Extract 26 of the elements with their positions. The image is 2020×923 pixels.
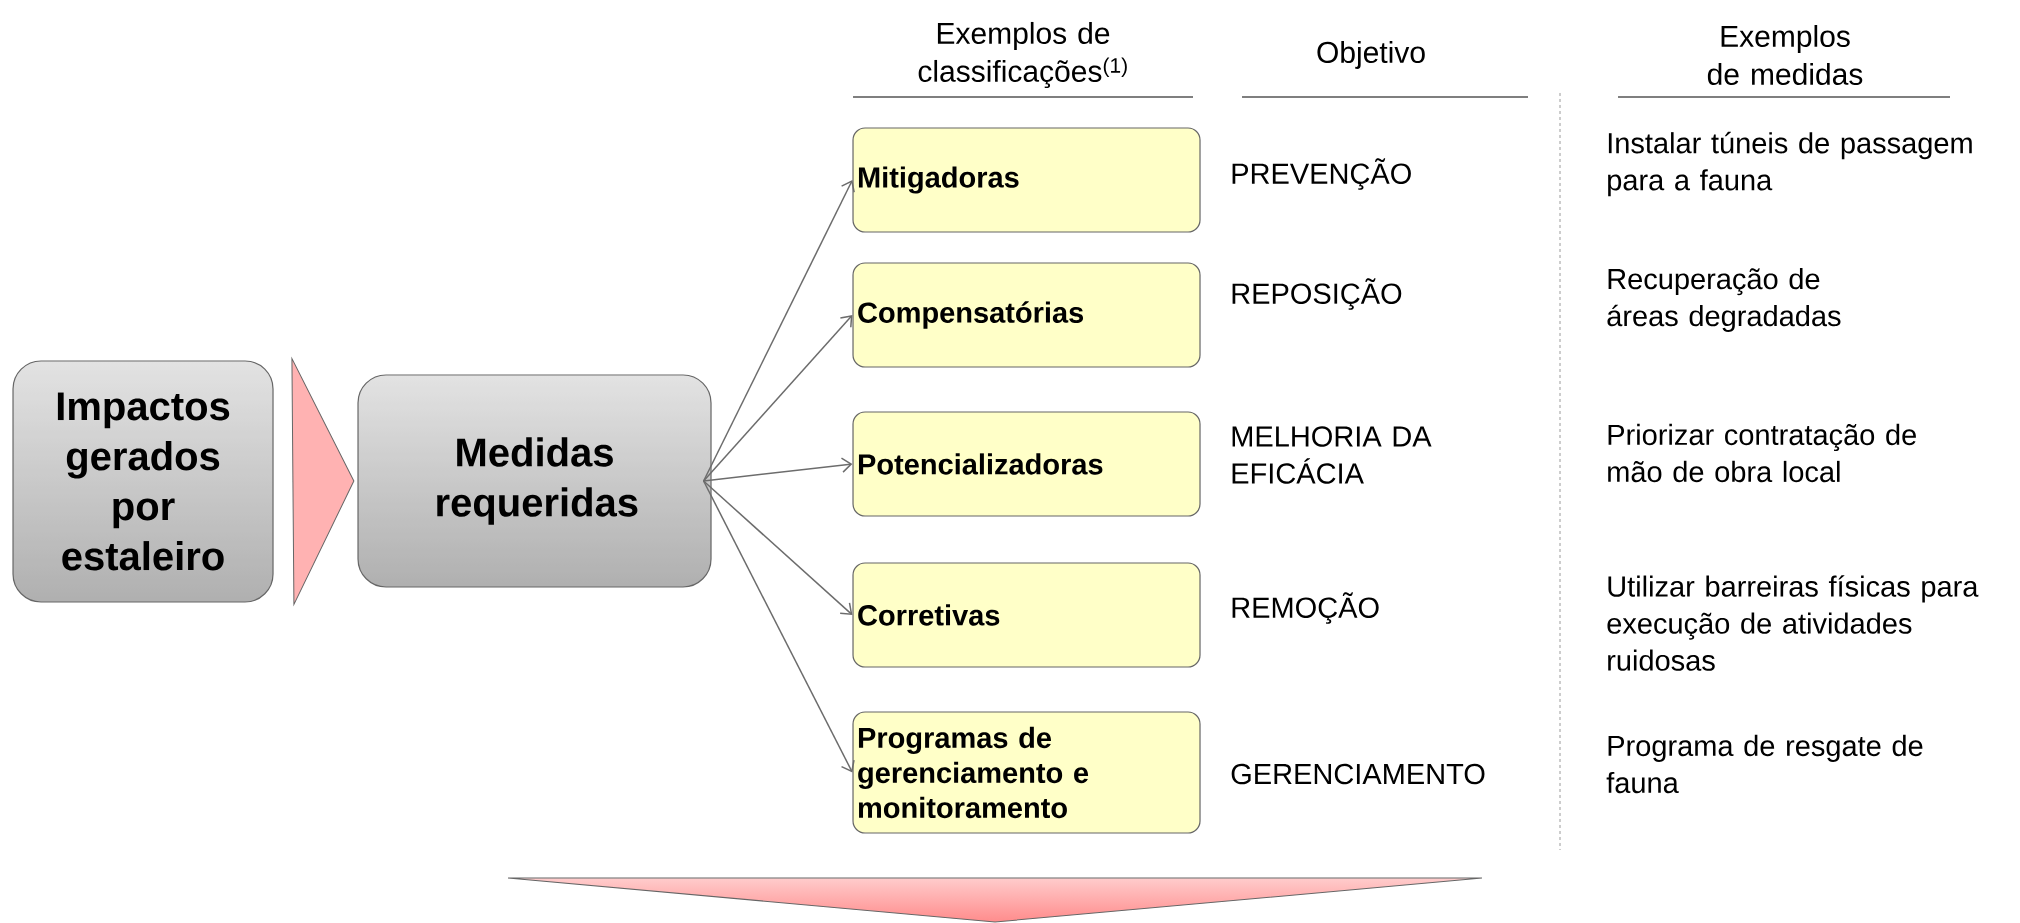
example-text: Priorizar contratação de mão de obra local bbox=[1608, 423, 1916, 483]
objective-text: REMOÇÃO bbox=[1232, 592, 1379, 624]
category-box: Mitigadoras bbox=[852, 127, 1201, 233]
example-text: Utilizar barreiras físicas para execução de atividades ruidosas bbox=[1607, 575, 1979, 671]
column-header: Exemplos de classificações$^{(1)}$ bbox=[918, 21, 1127, 89]
arrow bbox=[702, 457, 853, 482]
arrow bbox=[702, 480, 855, 773]
objective-text: GERENCIAMENTO bbox=[1231, 763, 1485, 785]
column-header: Objetivo bbox=[1317, 41, 1425, 69]
category-box: Compensatórias bbox=[852, 262, 1201, 368]
example-text: Instalar túneis de passagem para a fauna bbox=[1608, 131, 1972, 197]
objective-text: PREVENÇÃO bbox=[1232, 158, 1411, 190]
objective-text: REPOSIÇÃO bbox=[1232, 278, 1402, 310]
category-box: Programas de gerenciamento e monitoramento bbox=[852, 711, 1201, 834]
chevron-arrow bbox=[291, 358, 355, 605]
objective-text: MELHORIA DA EFICÁCIA bbox=[1232, 426, 1432, 484]
example-text: Programa de resgate de fauna bbox=[1606, 734, 1923, 794]
arrow bbox=[702, 315, 853, 482]
category-box: Potencializadoras bbox=[852, 411, 1201, 517]
arrow bbox=[702, 180, 855, 482]
category-box: Corretivas bbox=[852, 562, 1201, 668]
arrow bbox=[702, 480, 853, 615]
process-box: Medidas requeridas bbox=[357, 374, 712, 588]
example-text: Recuperação de áreas degradadas bbox=[1607, 268, 1841, 332]
column-header: Exemplos de medidas bbox=[1707, 25, 1863, 85]
process-box: Impactos gerados por estaleiro bbox=[12, 360, 274, 603]
